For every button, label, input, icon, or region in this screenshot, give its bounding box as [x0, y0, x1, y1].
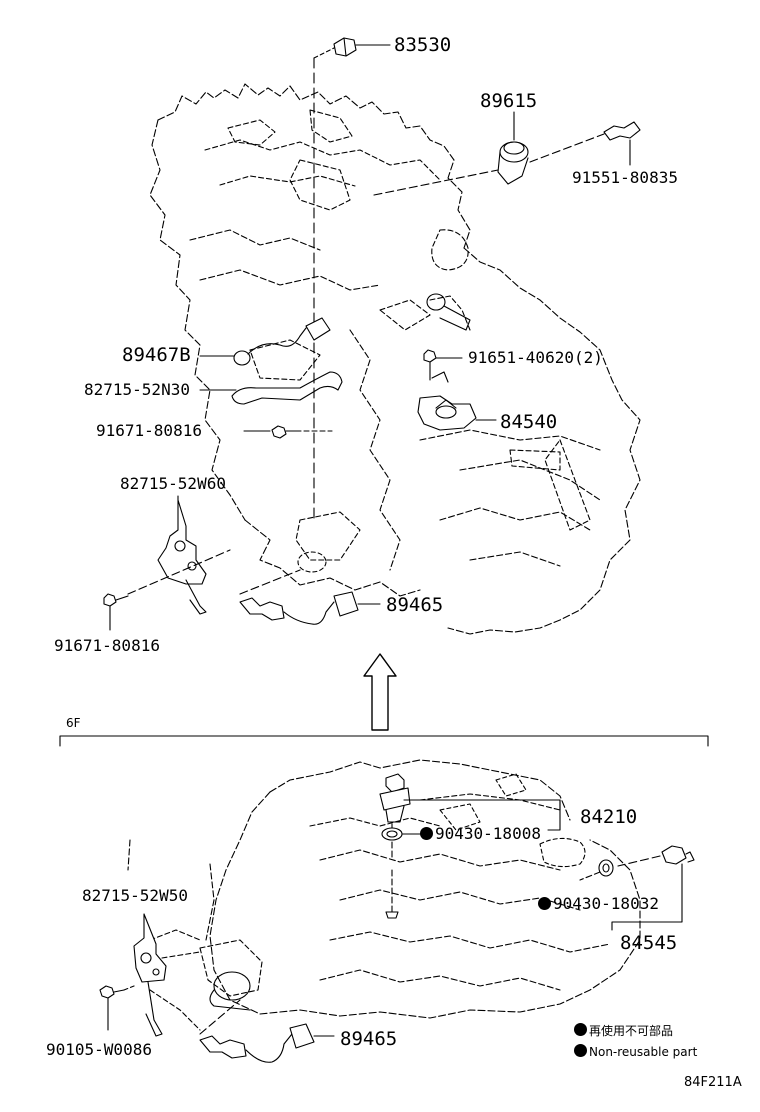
neutral-switch-icon [417, 349, 497, 431]
part-label-90105-w0086: 90105-W0086 [46, 1040, 152, 1059]
non-reusable-dot-icon [538, 897, 551, 910]
legend-dot-icon [574, 1044, 587, 1057]
part-label-83530: 83530 [394, 34, 452, 56]
diagram-id: 84F211A [684, 1075, 742, 1090]
speed-sensor-icon [379, 773, 561, 919]
part-label-89615: 89615 [480, 90, 538, 112]
part-label-84540: 84540 [500, 411, 558, 433]
pressure-switch-icon [579, 845, 695, 931]
af-sensor-icon [199, 317, 331, 366]
oxygen-sensor-icon [239, 569, 381, 625]
legend-dot-icon [574, 1023, 587, 1036]
sensor-bracket-icon [157, 495, 207, 615]
part-label-82715-52w50: 82715-52W50 [82, 886, 188, 905]
lower-bolt-icon [99, 985, 135, 1031]
part-label-91651-40620: 91651-40620(2) [468, 348, 603, 367]
knock-sensor-icon [373, 111, 641, 196]
bolt-icon-lower [103, 549, 231, 631]
section-label: 6F [66, 716, 81, 730]
bolt-icon [243, 425, 333, 439]
part-label-84210: 84210 [580, 806, 638, 828]
transaxle-outline [127, 759, 641, 1031]
section-bracket [59, 735, 709, 747]
part-label-89465-lower: 89465 [340, 1028, 398, 1050]
part-label-89467b: 89467B [122, 344, 191, 366]
part-number-90430-18032: 90430-18032 [553, 894, 659, 913]
part-label-89465-upper: 89465 [386, 594, 444, 616]
legend-jp: 再使用不可部品 [574, 1022, 673, 1039]
legend-en: Non-reusable part [574, 1044, 697, 1059]
part-label-91671-80816-lower: 91671-80816 [54, 636, 160, 655]
lower-oxygen-sensor-icon [199, 999, 335, 1063]
part-label-82715-52w60: 82715-52W60 [120, 474, 226, 493]
oil-pressure-switch-icon [313, 37, 391, 521]
engine-outline [149, 83, 641, 635]
part-number-90430-18008: 90430-18008 [435, 824, 541, 843]
gasket-icon [381, 827, 421, 841]
legend-en-text: Non-reusable part [589, 1045, 698, 1059]
wire-bracket-icon [199, 371, 343, 405]
part-label-84545: 84545 [620, 932, 678, 954]
lower-bracket-icon [133, 913, 201, 1037]
part-label-91551-80835: 91551-80835 [572, 168, 678, 187]
part-label-82715-52n30: 82715-52N30 [84, 380, 190, 399]
part-label-90430-18008: 90430-18008 [420, 826, 541, 842]
up-arrow-icon [363, 653, 397, 731]
non-reusable-dot-icon [420, 827, 433, 840]
legend-jp-text: 再使用不可部品 [589, 1024, 674, 1038]
part-label-91671-80816-upper: 91671-80816 [96, 421, 202, 440]
part-label-90430-18032: 90430-18032 [538, 896, 659, 912]
